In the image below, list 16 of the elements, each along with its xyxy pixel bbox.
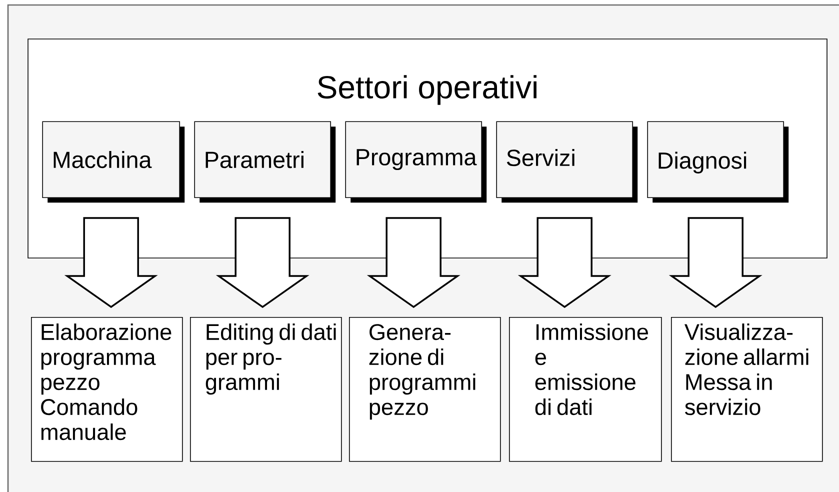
sector-box: Servizi [496, 121, 638, 203]
sector-box: Programma [345, 121, 487, 203]
block-arrow [518, 217, 612, 308]
sector-box: Diagnosi [647, 121, 789, 203]
function-box: Editing di dati per pro- grammi [190, 317, 342, 462]
block-arrow [216, 217, 310, 308]
block-arrow [668, 217, 762, 308]
block-arrow [366, 217, 460, 308]
sector-box: Macchina [42, 121, 185, 203]
function-box: Immissione e emissione di dati [509, 317, 662, 462]
sector-box: Parametri [194, 121, 336, 203]
function-box: Genera- zione di programmi pezzo [349, 317, 501, 462]
function-box: Elaborazione programma pezzo Comando manuale [31, 317, 183, 462]
block-arrow [64, 217, 158, 308]
function-box: Visualizza- zione allarmi Messa in servizio [671, 317, 823, 462]
panel-title: Settori operativi [318, 75, 536, 105]
